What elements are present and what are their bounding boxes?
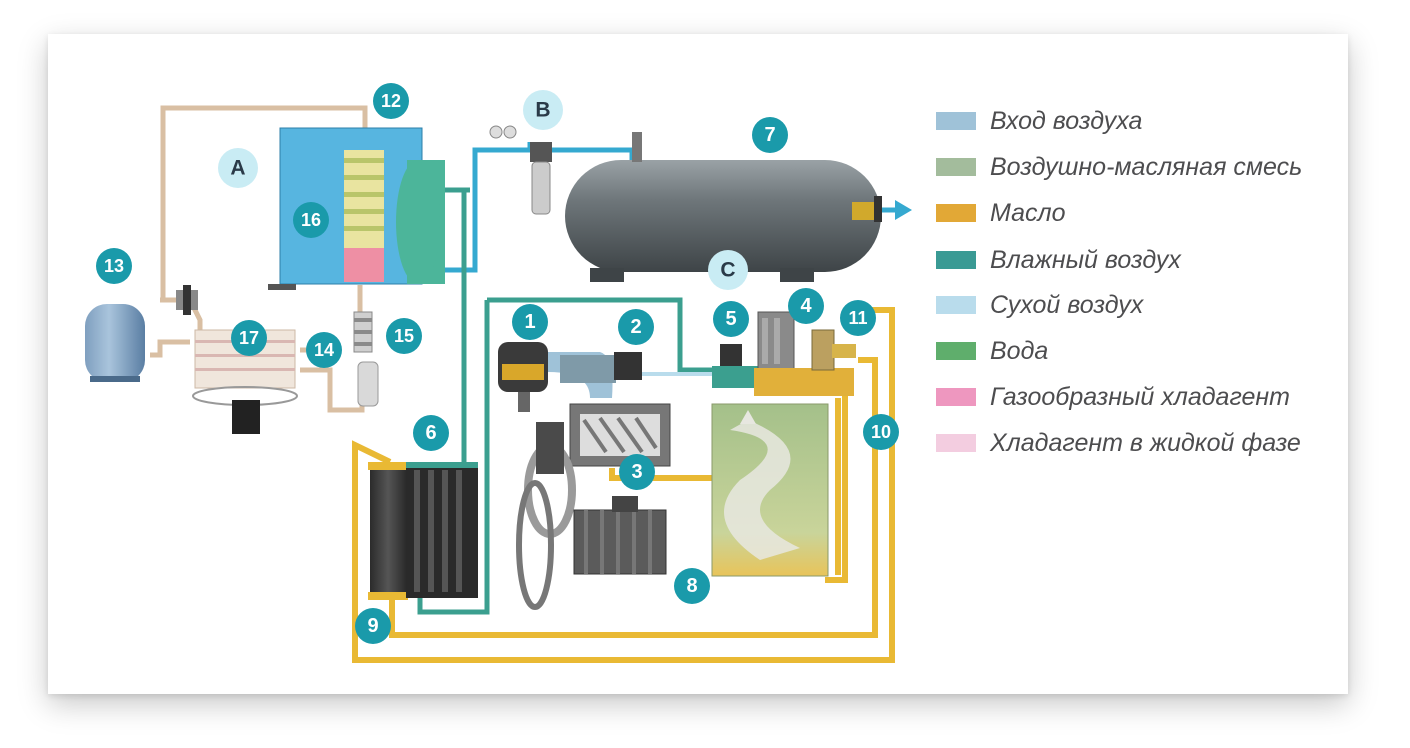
screw-air-end (569, 403, 671, 467)
legend-swatch (936, 158, 976, 176)
svg-text:11: 11 (848, 308, 867, 328)
svg-text:17: 17 (239, 328, 259, 348)
air-aftercooler (406, 462, 478, 598)
svg-text:14: 14 (314, 340, 334, 360)
marker-15: 15 (386, 318, 422, 354)
air-filter-regulator (489, 125, 552, 215)
svg-text:10: 10 (871, 422, 891, 442)
legend-swatch (936, 342, 976, 360)
legend-item-dry-air: Сухой воздух (936, 288, 1143, 322)
legend-item-gaseous-refrigerant: Газообразный хладагент (936, 380, 1290, 414)
thermostatic-valve (811, 329, 856, 371)
svg-text:4: 4 (800, 295, 812, 317)
legend-label: Вход воздуха (990, 106, 1143, 135)
marker-c: C (708, 250, 748, 290)
wet-air-pipes (417, 187, 720, 615)
legend-label: Вода (990, 336, 1049, 365)
legend-label: Газообразный хладагент (990, 382, 1290, 411)
svg-text:6: 6 (425, 422, 436, 444)
refrigerant-condenser (192, 329, 298, 434)
svg-text:7: 7 (764, 124, 775, 146)
marker-13: 13 (96, 248, 132, 284)
marker-4: 4 (788, 288, 824, 324)
svg-text:1: 1 (524, 311, 535, 333)
marker-17: 17 (231, 320, 267, 356)
legend-item-air-oil-mixture: Воздушно-масляная смесь (936, 150, 1302, 184)
marker-b: B (523, 90, 563, 130)
air-intake-valve (498, 342, 616, 412)
refrigerant-receiver (85, 304, 145, 382)
marker-5: 5 (713, 301, 749, 337)
oil-pipes (352, 307, 895, 663)
marker-2: 2 (618, 309, 654, 345)
separator-element (754, 311, 854, 396)
numbered-markers: 1 2 3 4 5 6 7 8 9 10 11 12 13 14 15 16 1… (96, 83, 899, 644)
marker-a: A (218, 148, 258, 188)
legend-label: Масло (990, 198, 1066, 227)
marker-14: 14 (306, 332, 342, 368)
marker-12: 12 (373, 83, 409, 119)
legend-label: Воздушно-масляная смесь (990, 152, 1303, 181)
legend-swatch (936, 204, 976, 222)
legend-label: Влажный воздух (990, 245, 1181, 274)
legend-item-air-inlet: Вход воздуха (936, 104, 1142, 138)
letter-markers: A B C (218, 90, 748, 290)
legend-swatch (936, 434, 976, 452)
minimum-pressure-valve (712, 344, 762, 388)
svg-text:3: 3 (631, 461, 642, 483)
solenoid-valve (614, 352, 642, 380)
marker-3: 3 (619, 454, 655, 490)
svg-text:8: 8 (686, 575, 697, 597)
belt-drive (516, 422, 576, 610)
svg-text:B: B (535, 99, 550, 122)
marker-7: 7 (752, 117, 788, 153)
oil-separator (711, 403, 829, 577)
marker-16: 16 (293, 202, 329, 238)
legend-swatch (936, 112, 976, 130)
svg-text:9: 9 (367, 615, 378, 637)
expansion-valve (176, 285, 198, 315)
marker-11: 11 (840, 300, 876, 336)
marker-1: 1 (512, 304, 548, 340)
legend-swatch (936, 388, 976, 406)
oil-cooler (368, 462, 408, 600)
svg-text:5: 5 (725, 308, 736, 330)
svg-text:16: 16 (301, 210, 321, 230)
marker-8: 8 (674, 568, 710, 604)
svg-text:A: A (230, 157, 245, 180)
marker-9: 9 (355, 608, 391, 644)
svg-text:12: 12 (381, 91, 401, 111)
legend-item-liquid-refrigerant: Хладагент в жидкой фазе (936, 426, 1301, 460)
legend-swatch (936, 251, 976, 269)
legend-item-oil: Масло (936, 196, 1066, 230)
electric-motor (573, 496, 667, 575)
legend-item-wet-air: Влажный воздух (936, 243, 1181, 277)
legend-label: Сухой воздух (990, 290, 1144, 319)
svg-text:15: 15 (394, 326, 414, 346)
svg-text:13: 13 (104, 256, 124, 276)
legend-item-water: Вода (936, 334, 1048, 368)
refrigerant-dryer (268, 127, 445, 290)
marker-6: 6 (413, 415, 449, 451)
refrigerant-filter (353, 311, 379, 407)
svg-text:C: C (720, 259, 735, 282)
legend-swatch (936, 296, 976, 314)
marker-10: 10 (863, 414, 899, 450)
svg-text:2: 2 (630, 316, 641, 338)
air-outlet-arrow-icon (895, 200, 912, 220)
evaporator-coil (344, 150, 384, 282)
legend-label: Хладагент в жидкой фазе (990, 428, 1301, 457)
air-receiver-tank (565, 132, 882, 282)
